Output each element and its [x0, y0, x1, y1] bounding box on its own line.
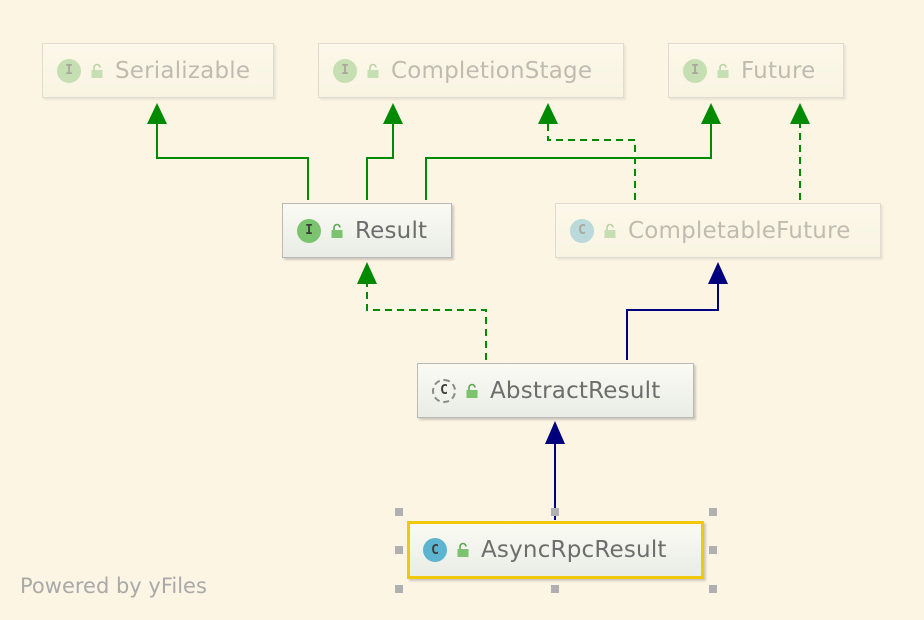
- node-label: Result: [355, 217, 428, 244]
- edge-completablefuture-future: [790, 103, 810, 200]
- resize-handle[interactable]: [709, 508, 717, 516]
- edge-result-serializable: [147, 103, 309, 200]
- node-label: AsyncRpcResult: [481, 537, 667, 563]
- node-abstractresult[interactable]: C AbstractResult: [417, 363, 694, 418]
- resize-handle[interactable]: [395, 546, 403, 554]
- resize-handle[interactable]: [709, 585, 717, 593]
- unlocked-icon: [457, 542, 469, 557]
- node-label: Future: [741, 57, 816, 84]
- unlocked-icon: [604, 223, 616, 238]
- class-icon: C: [423, 538, 447, 562]
- interface-icon: I: [57, 58, 81, 83]
- node-result[interactable]: I Result: [282, 203, 452, 258]
- unlocked-icon: [331, 223, 343, 238]
- node-asyncrpcresult[interactable]: C AsyncRpcResult: [407, 521, 704, 579]
- node-label: Serializable: [115, 57, 251, 84]
- unlocked-icon: [466, 383, 478, 398]
- edge-abstractresult-completablefuture: [626, 262, 728, 360]
- interface-icon: I: [333, 58, 357, 83]
- node-completablefuture[interactable]: C CompletableFuture: [555, 203, 881, 258]
- unlocked-icon: [367, 63, 379, 78]
- node-serializable[interactable]: I Serializable: [42, 43, 274, 98]
- edge-result-completionstage: [366, 103, 403, 200]
- resize-handle[interactable]: [551, 585, 559, 593]
- resize-handle[interactable]: [709, 546, 717, 554]
- unlocked-icon: [91, 63, 103, 78]
- abstract-class-icon: C: [432, 378, 456, 403]
- resize-handle[interactable]: [395, 585, 403, 593]
- edge-asyncrpcresult-abstractresult: [545, 421, 565, 520]
- resize-handle[interactable]: [395, 508, 403, 516]
- edge-result-future: [425, 103, 721, 200]
- resize-handle[interactable]: [551, 508, 559, 516]
- node-completionstage[interactable]: I CompletionStage: [318, 43, 624, 98]
- interface-icon: I: [683, 58, 707, 83]
- node-future[interactable]: I Future: [668, 43, 844, 98]
- unlocked-icon: [717, 63, 729, 78]
- class-icon: C: [570, 218, 594, 243]
- node-label: CompletableFuture: [628, 217, 851, 244]
- edge-abstractresult-result: [357, 262, 487, 360]
- node-label: AbstractResult: [490, 377, 661, 404]
- interface-icon: I: [297, 218, 321, 243]
- watermark: Powered by yFiles: [20, 574, 207, 598]
- node-label: CompletionStage: [391, 57, 593, 84]
- edge-completablefuture-completionstage: [538, 103, 636, 200]
